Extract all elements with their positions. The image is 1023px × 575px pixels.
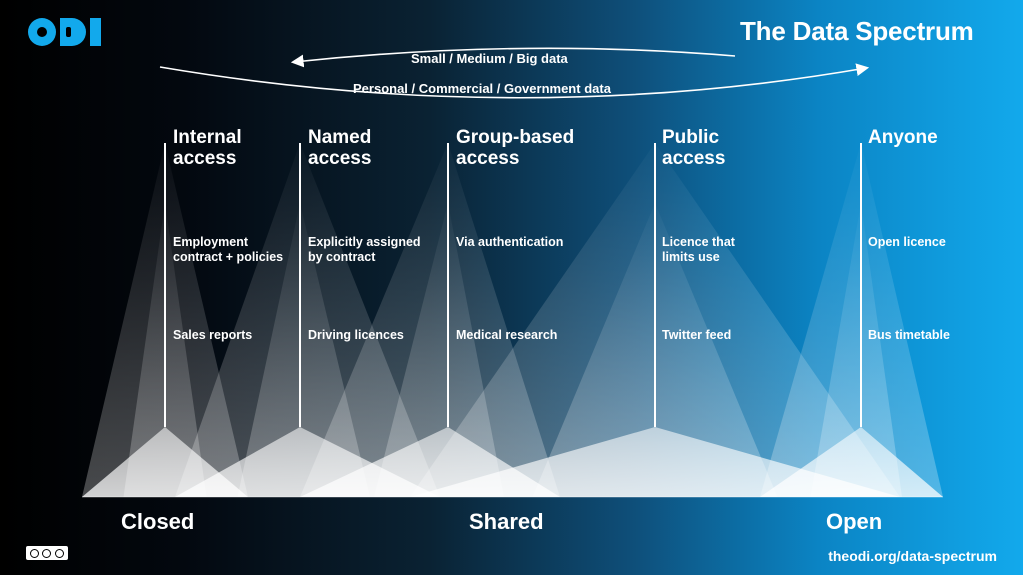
column-description-group: Via authentication [456,235,564,249]
column-example-public: Twitter feed [662,328,732,342]
arc-label-size: Small / Medium / Big data [411,51,568,66]
sa-icon [55,548,65,558]
footer-url: theodi.org/data-spectrum [828,548,997,564]
column-example-anyone: Bus timetable [868,328,950,342]
arc-label-source: Personal / Commercial / Government data [353,81,611,96]
column-heading-group: Group-based access [456,127,575,169]
column-description-anyone: Open licence [868,235,946,249]
slide-title: The Data Spectrum [740,16,974,46]
beam-base [760,427,943,497]
column-example-named: Driving licences [308,328,404,342]
column-example-group: Medical research [456,328,558,342]
beam-group [82,143,943,497]
scale-label-open: Open [826,509,883,534]
column-description-public: Licence that limits use [662,235,735,264]
column-heading-public: Public access [662,127,726,169]
base-group [82,427,943,497]
scale-label-shared: Shared [469,509,544,534]
light-beam-inner [810,203,902,497]
cc-icon [29,548,39,558]
column-example-internal: Sales reports [173,328,253,342]
by-icon [42,548,52,558]
arc-source-arrow [159,63,870,99]
odi-logo [28,18,101,46]
column-description-internal: Employment contract + policies [173,235,284,264]
beam-base [410,427,900,497]
column-heading-internal: Internal access [173,127,242,169]
column-heading-named: Named access [308,127,372,169]
column-description-named: Explicitly assigned by contract [308,235,421,264]
creative-commons-badge [26,546,68,560]
arc-size-arrow [290,47,736,68]
scale-label-closed: Closed [121,509,195,534]
column-heading-anyone: Anyone [868,127,938,148]
pole-group [164,143,862,427]
